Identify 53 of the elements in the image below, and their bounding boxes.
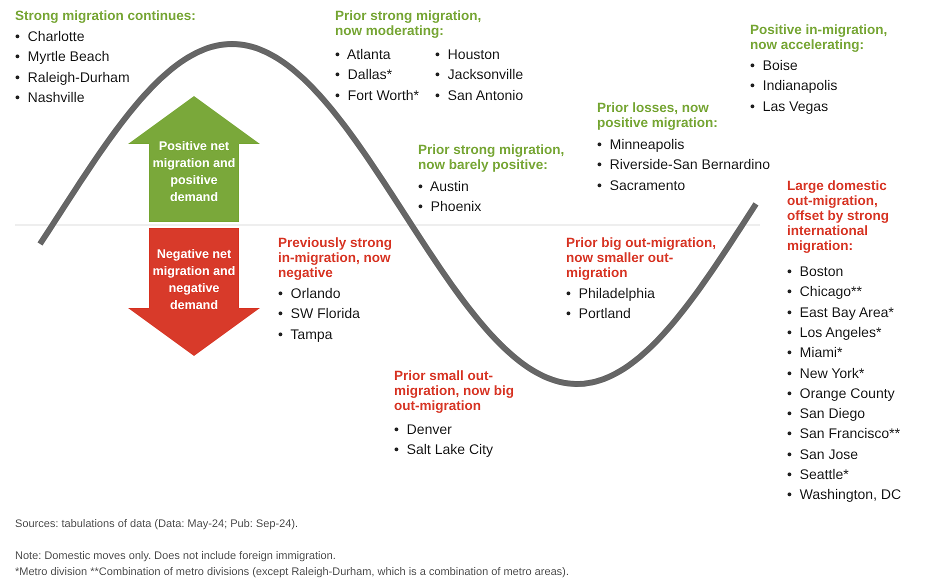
group-heading: Previously strong in-migration, now negative [278, 235, 394, 280]
city-list-item: • Miami* [787, 344, 842, 360]
city-list-item: • San Francisco** [787, 425, 900, 442]
group-heading: Prior strong migration, now barely positive: [418, 142, 566, 172]
arrow-label: Negative net migration and negative demand [152, 246, 236, 314]
city-list-item: • Los Angeles* [787, 324, 882, 340]
city-list-item: • Fort Worth* [335, 86, 419, 103]
city-list-item: • Washington, DC [787, 486, 902, 502]
city-list-item: • Myrtle Beach [15, 48, 110, 64]
city-list-item: • Las Vegas [750, 98, 828, 114]
city-list-item: • Portland [566, 305, 631, 322]
city-list-item: • Dallas* [335, 66, 392, 82]
group-heading: Strong migration continues: [15, 8, 197, 23]
city-list-item: • Seattle* [787, 466, 849, 482]
city-list-item: • Minneapolis [597, 136, 684, 152]
city-list-item: • New York* [787, 364, 864, 380]
city-list-item: • San Diego [787, 405, 866, 422]
city-list-item: • Atlanta [335, 46, 390, 62]
group-heading: Prior small out-migration, now big out-migration [394, 368, 515, 413]
city-list-item: • Boston [787, 263, 844, 279]
footnote: Sources: tabulations of data (Data: May-24; Pub: Sep-24). [15, 518, 300, 530]
arrow-label: Positive net migration and positive demand [152, 138, 236, 206]
footnote: *Metro division **Combination of metro divisions (except Raleigh-Durham, which is a combination of metro areas). [15, 566, 570, 578]
city-list-item: • Salt Lake City [394, 441, 494, 458]
city-list-item: • San Jose [787, 446, 858, 462]
city-list-item: • San Antonio [435, 86, 524, 103]
city-list-item: • Tampa [278, 326, 332, 342]
city-list-item: • Nashville [15, 88, 84, 105]
city-list-item: • Raleigh-Durham [15, 68, 130, 85]
city-list-item: • East Bay Area* [787, 304, 894, 320]
footnote: Note: Domestic moves only. Does not include foreign immigration. [15, 550, 337, 562]
group-heading: Positive in-migration, now accelerating: [750, 22, 888, 52]
group-heading: Prior losses, now positive migration: [597, 100, 719, 130]
city-list-item: • Orange County [787, 384, 895, 401]
city-list-item: • Houston [435, 46, 500, 62]
city-list-item: • Indianapolis [750, 77, 838, 94]
group-heading: Prior strong migration, now moderating: [335, 8, 482, 38]
city-list-item: • Austin [418, 178, 469, 194]
city-list-item: • Jacksonville [435, 66, 524, 82]
city-list-item: • Boise [750, 57, 798, 73]
down-arrow [128, 228, 260, 356]
city-list-item: • Phoenix [418, 198, 482, 214]
city-list-item: • Philadelphia [566, 285, 655, 301]
group-heading: Prior big out-migration, now smaller out-migration [566, 235, 717, 280]
city-list-item: • Riverside-San Bernardino [597, 156, 770, 172]
city-list-item: • Chicago** [787, 283, 862, 300]
up-arrow [128, 96, 260, 222]
city-list-item: • Charlotte [15, 28, 84, 44]
city-list-item: • Sacramento [597, 176, 686, 193]
group-heading: Large domestic out-migration, offset by strong international migration: [787, 178, 890, 253]
city-list-item: • Denver [394, 421, 452, 437]
city-list-item: • Orlando [278, 285, 340, 301]
city-list-item: • SW Florida [278, 305, 360, 322]
